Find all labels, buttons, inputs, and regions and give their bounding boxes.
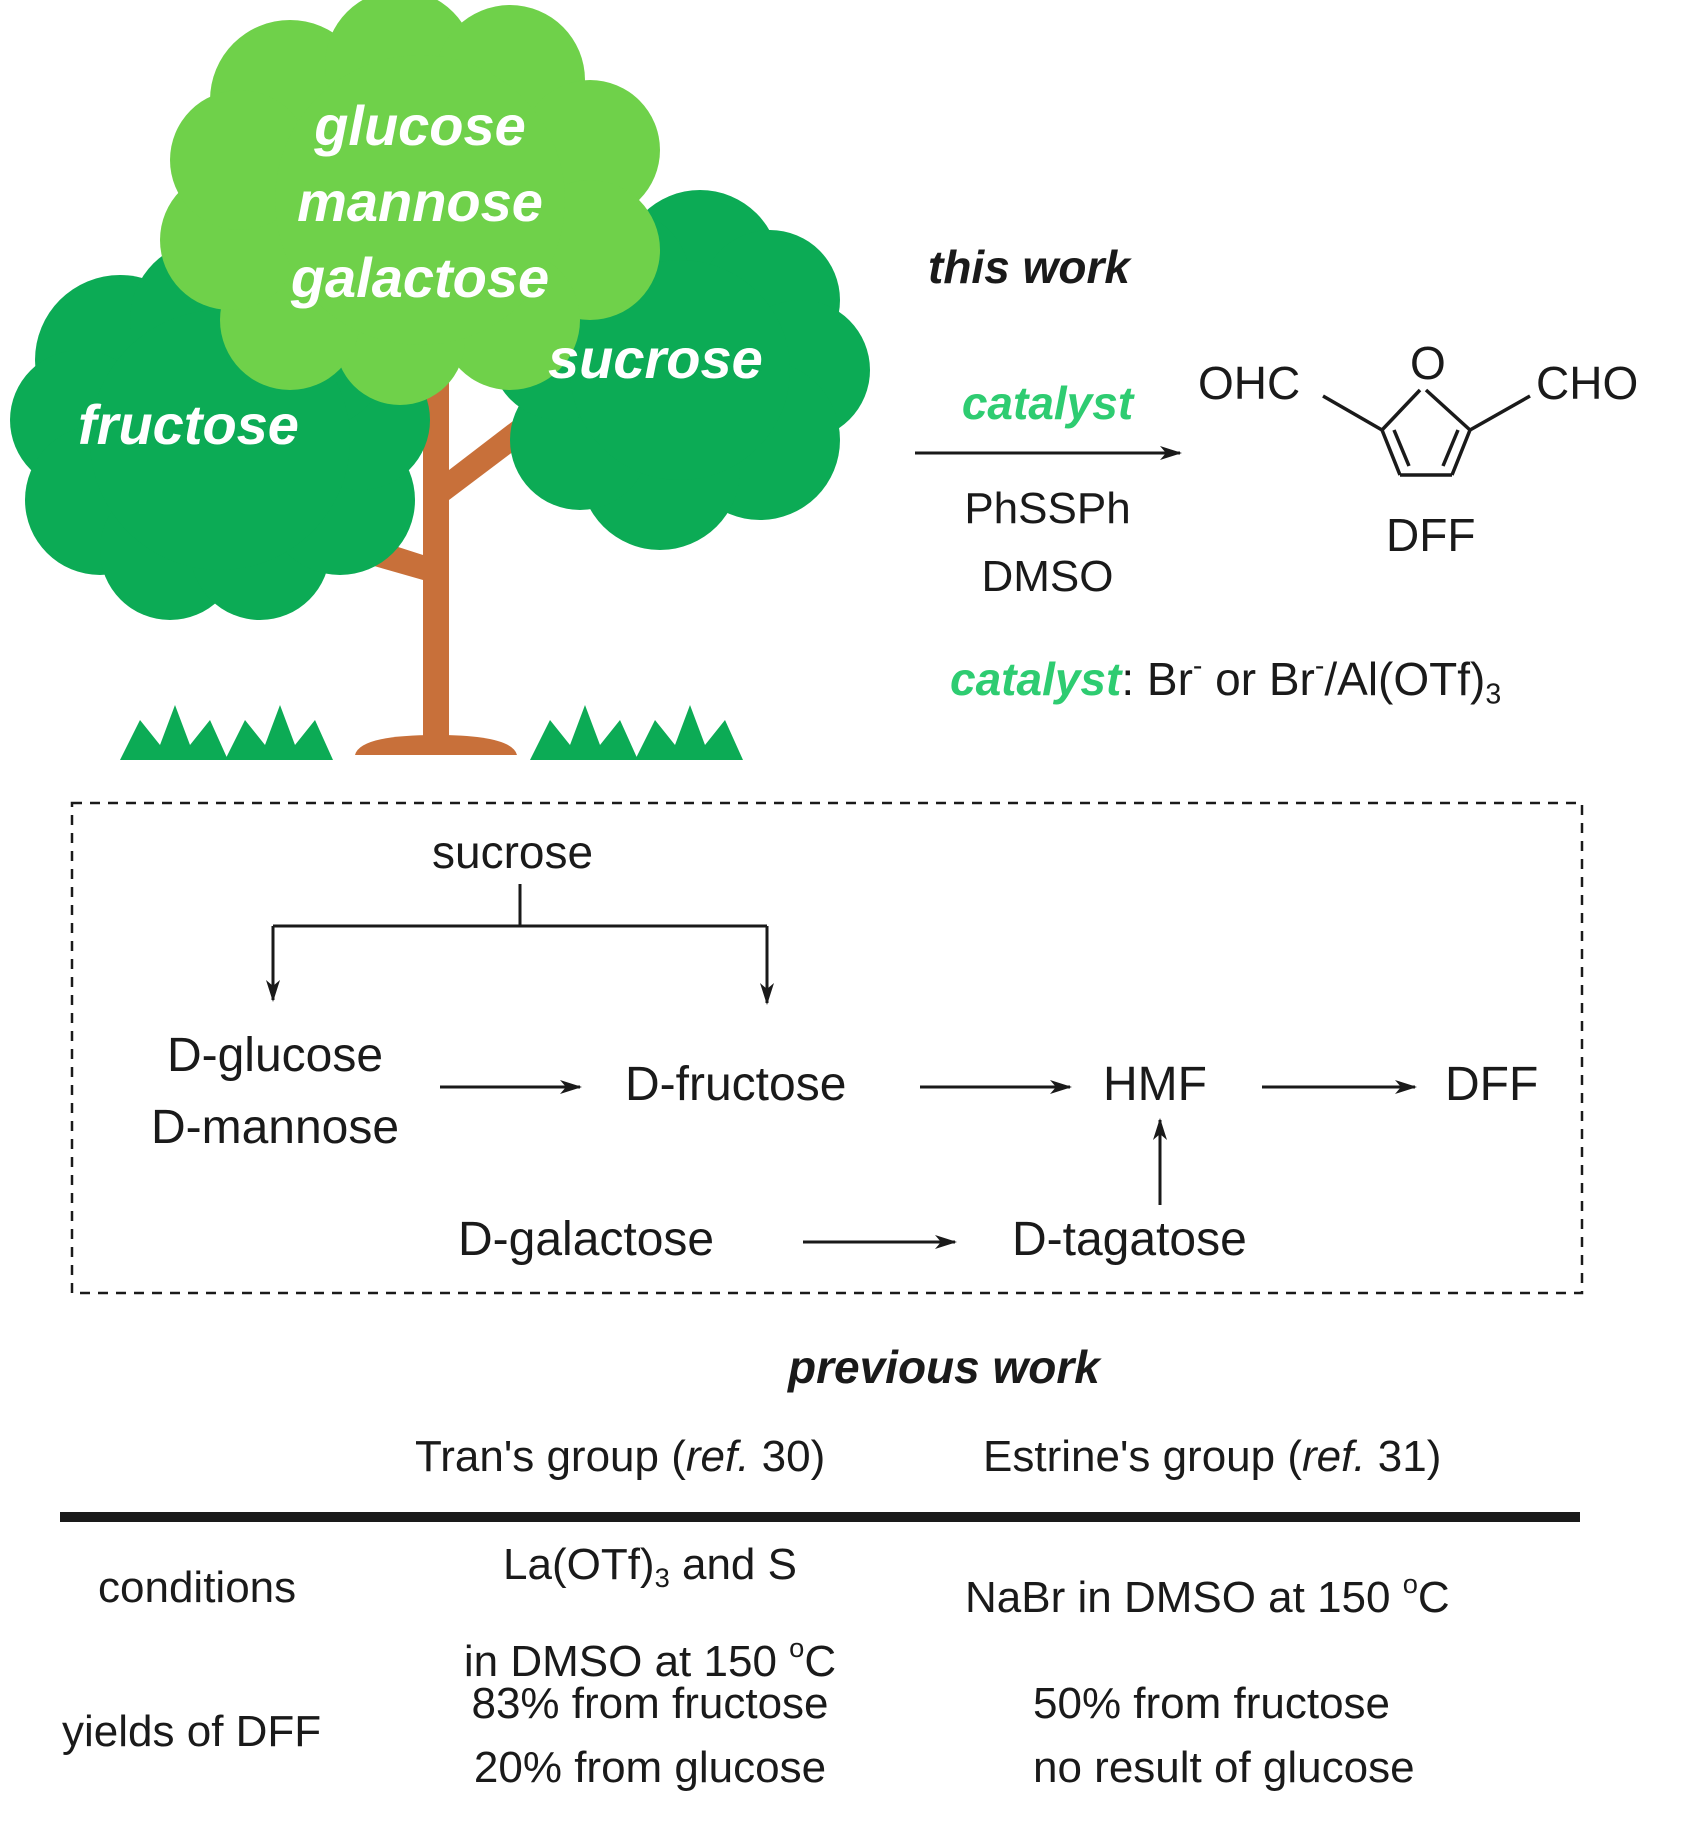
glucose-label: glucose (314, 94, 526, 157)
tran-yield-fructose: 83% from fructose (471, 1679, 829, 1728)
top-cloud (160, 0, 660, 405)
product-cho-label: CHO (1536, 357, 1639, 409)
pathway-d-mannose: D-mannose (150, 1101, 400, 1154)
tran-celsius: C (804, 1637, 837, 1687)
row-label-yields: yields of DFF (62, 1707, 322, 1756)
phssph-label: PhSSPh (964, 484, 1131, 533)
product-dff-label: DFF (1386, 509, 1476, 561)
tran-conditions: La(OTf)3 and S in DMSO at 150 oC (400, 1530, 900, 1697)
pathway-d-galactose: D-galactose (458, 1213, 715, 1266)
pathway-glucose-mannose: D-glucose D-mannose (110, 1020, 440, 1164)
estrine-conditions: NaBr in DMSO at 150 oC (965, 1568, 1450, 1623)
catalyst-minus-1: - (1192, 650, 1203, 682)
sucrose-split-connector (266, 884, 774, 1005)
row-label-conditions: conditions (98, 1563, 297, 1612)
catalyst-br2: Br (1268, 652, 1315, 705)
estrine-celsius: C (1417, 1573, 1450, 1623)
pathway-d-glucose: D-glucose (166, 1029, 384, 1082)
tran-name: Tran's group ( (415, 1432, 686, 1481)
top-cloud-labels: glucose mannose galactose (220, 88, 620, 316)
dmso-label: DMSO (981, 552, 1114, 601)
pathway-hmf: HMF (1103, 1058, 1207, 1111)
estrine-ref-num: 31) (1365, 1432, 1442, 1481)
catalyst-minus-2: - (1314, 650, 1325, 682)
tran-conditions-line1: La(OTf)3 and S (400, 1530, 900, 1613)
mannose-label: mannose (297, 170, 543, 233)
pathway-d-tagatose: D-tagatose (1012, 1213, 1247, 1266)
estrine-nabr: NaBr in DMSO at 150 (965, 1573, 1403, 1623)
catalyst-colon: : (1121, 652, 1135, 705)
tran-and-s: and S (669, 1540, 797, 1589)
fructose-label: fructose (78, 393, 299, 456)
catalyst-al-otf: /Al(OTf) (1324, 652, 1486, 705)
previous-work-heading: previous work (788, 1341, 1100, 1393)
arrow-catalyst-label: catalyst (961, 377, 1134, 429)
tran-conditions-line2: in DMSO at 150 oC (400, 1613, 900, 1697)
product-ohc-label: OHC (1198, 357, 1301, 409)
estrine-ref-label: ref. (1301, 1432, 1366, 1481)
estrine-yield-fructose: 50% from fructose (1033, 1679, 1391, 1728)
tran-in-dmso: in DMSO at 150 (463, 1637, 790, 1687)
catalyst-definition: catalyst: Br- or Br-/Al(OTf)3 (950, 650, 1501, 712)
tran-yield-glucose: 20% from glucose (473, 1743, 827, 1792)
furan-oxygen-label: O (1410, 337, 1446, 389)
this-work-heading: this work (928, 241, 1130, 293)
estrine-name: Estrine's group ( (983, 1432, 1302, 1481)
column-header-tran: Tran's group (ref. 30) (415, 1432, 825, 1482)
tran-la-otf: La(OTf) (503, 1540, 655, 1589)
grass-tufts (120, 705, 743, 760)
table-header-rule (60, 1512, 1580, 1522)
tran-subscript-3: 3 (654, 1562, 670, 1594)
catalyst-br1: Br (1146, 652, 1193, 705)
estrine-yield-glucose: no result of glucose (1033, 1743, 1415, 1792)
pathway-sucrose: sucrose (432, 826, 594, 878)
tran-degree: o (789, 1632, 805, 1664)
pathway-dashed-box (70, 801, 1584, 1295)
furan-ring (1322, 388, 1531, 477)
arrow-reagents: PhSSPh DMSO (915, 475, 1180, 611)
galactose-label: galactose (290, 246, 550, 309)
tran-yields: 83% from fructose 20% from glucose (400, 1672, 900, 1800)
catalyst-subscript-3: 3 (1485, 678, 1502, 711)
sucrose-cloud-label: sucrose (548, 327, 763, 390)
catalyst-definition-label: catalyst (950, 652, 1122, 705)
pathway-d-fructose: D-fructose (625, 1058, 847, 1111)
catalyst-or: or (1202, 652, 1269, 705)
tran-ref-num: 30) (749, 1432, 826, 1481)
tran-ref-label: ref. (685, 1432, 750, 1481)
column-header-estrine: Estrine's group (ref. 31) (983, 1432, 1441, 1482)
estrine-degree: o (1402, 1568, 1418, 1599)
estrine-yields: 50% from fructose no result of glucose (1033, 1672, 1415, 1800)
pathway-dff: DFF (1445, 1058, 1539, 1111)
